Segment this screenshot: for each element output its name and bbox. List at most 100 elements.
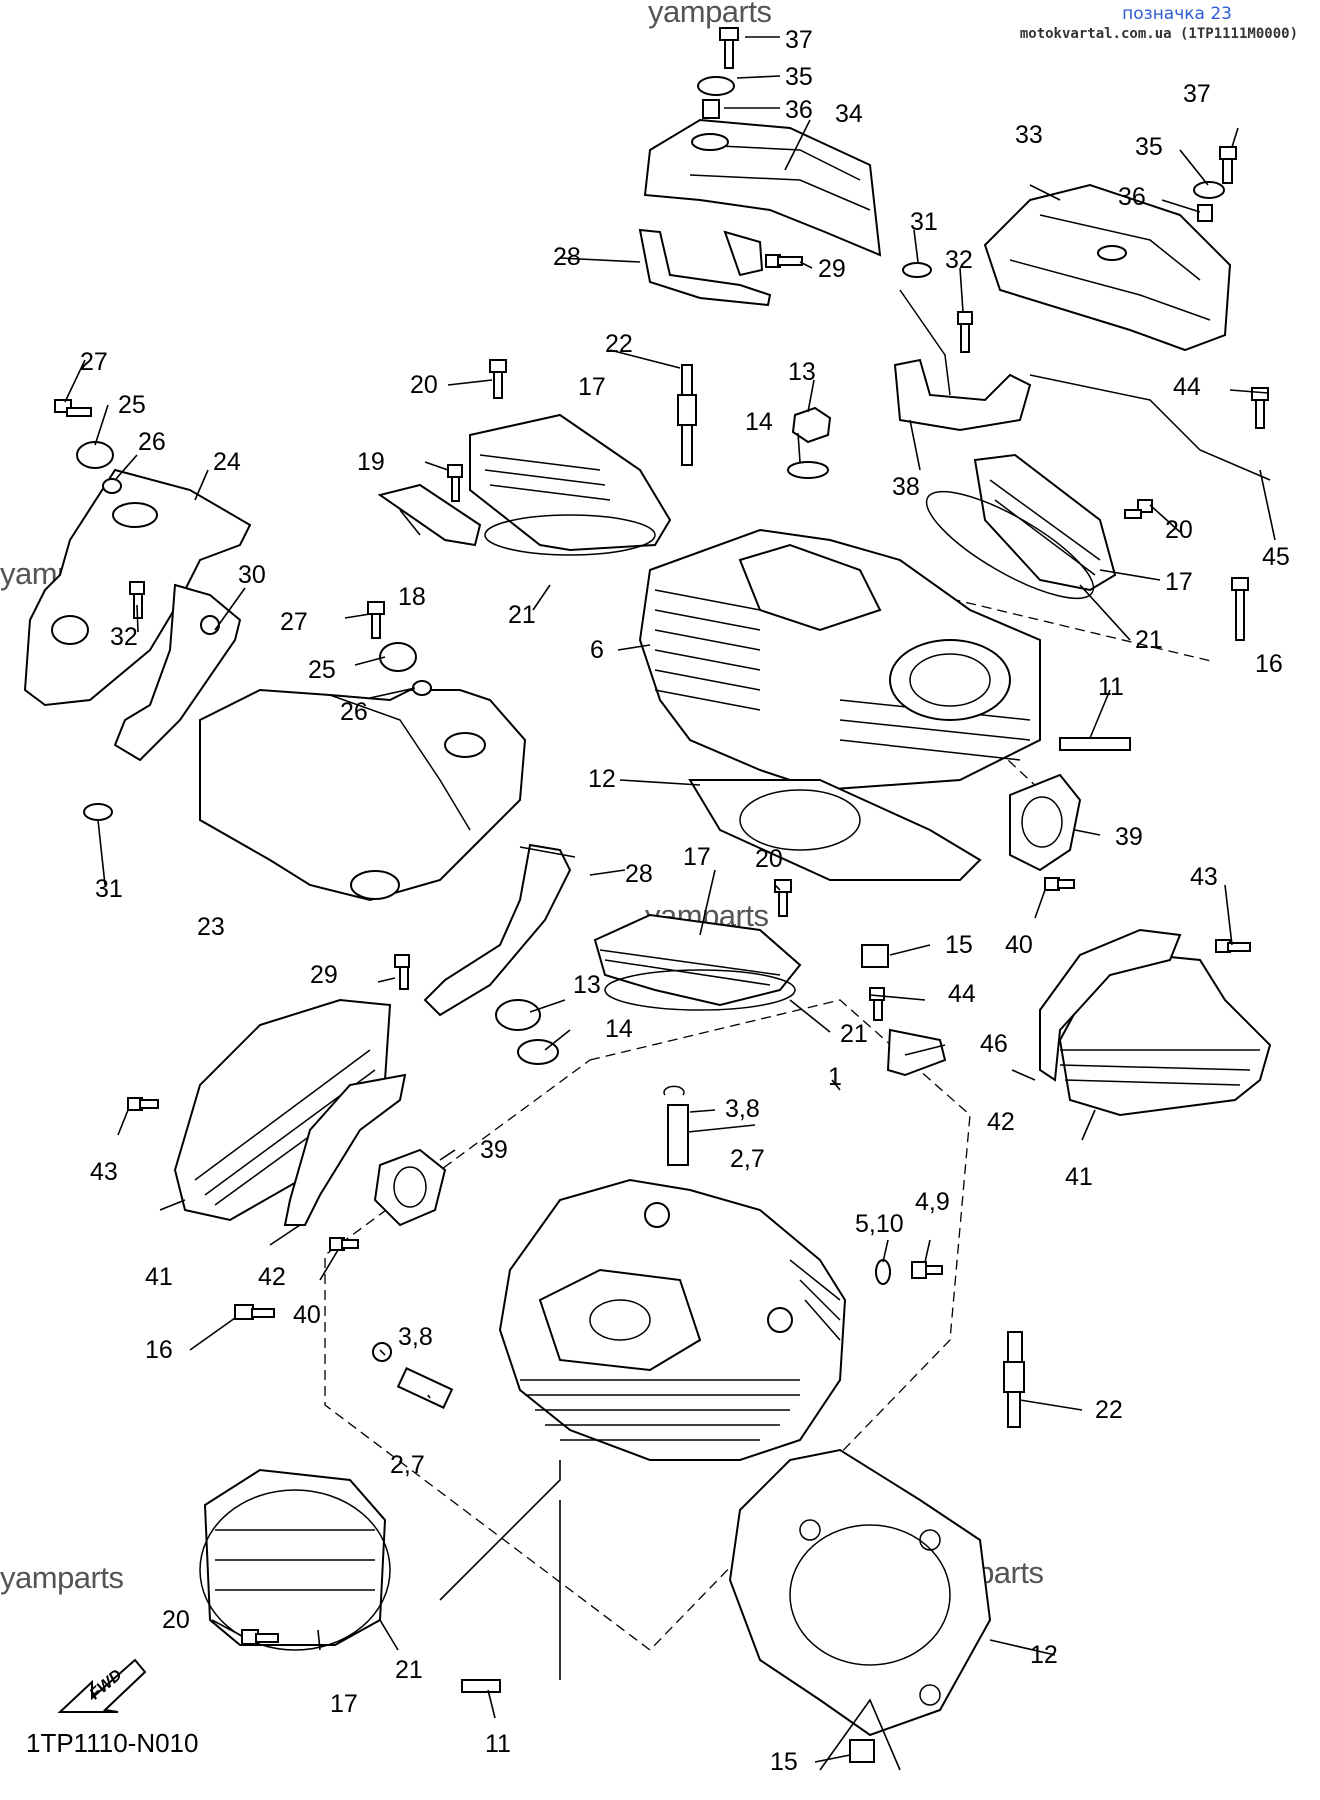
bolt <box>241 1629 279 1645</box>
bolt <box>774 879 792 917</box>
callout-label: 39 <box>480 1136 508 1164</box>
callout-label: 40 <box>293 1301 321 1329</box>
rear-cylinder-head <box>498 1178 847 1461</box>
grommet <box>76 441 114 469</box>
callout-label: 21 <box>508 601 536 629</box>
callout-label: 25 <box>118 391 146 419</box>
breather-plate <box>377 483 482 547</box>
callout-label: 23 <box>197 913 225 941</box>
valve-cover <box>593 913 802 1011</box>
callout-label: 4,9 <box>915 1188 950 1216</box>
dowel-pin <box>849 1739 875 1763</box>
callout-label: 15 <box>770 1748 798 1776</box>
callout-label: 35 <box>1135 133 1163 161</box>
cylinder-head-gasket <box>728 1448 992 1737</box>
callout-label: 29 <box>310 961 338 989</box>
watermark: yamparts <box>0 1560 124 1595</box>
bolt <box>1044 877 1075 891</box>
bolt <box>765 254 803 268</box>
callout-label: 22 <box>605 330 633 358</box>
callout-label: 21 <box>840 1020 868 1048</box>
callout-label: 11 <box>1098 673 1124 701</box>
circlip <box>663 1085 685 1096</box>
callout-label: 37 <box>785 26 813 54</box>
callout-label: 35 <box>785 63 813 91</box>
callout-label: 31 <box>910 208 938 236</box>
cover-gasket <box>1039 928 1182 1082</box>
bolt <box>127 1097 159 1111</box>
fwd-arrow: FWD <box>57 1658 147 1713</box>
callout-label: 19 <box>357 448 385 476</box>
bolt <box>54 399 92 417</box>
callout-label: 44 <box>948 980 976 1008</box>
callout-label: 5,10 <box>855 1210 904 1238</box>
callout-label: 26 <box>138 428 166 456</box>
callout-label: 12 <box>1030 1641 1058 1669</box>
collar <box>702 99 720 119</box>
grommet <box>83 803 113 821</box>
spark-plug <box>677 364 697 466</box>
callout-label: 13 <box>573 971 601 999</box>
dowel-pin <box>861 944 889 968</box>
callout-label: 46 <box>980 1030 1008 1058</box>
callout-label: 17 <box>330 1690 358 1718</box>
callout-label: 14 <box>745 408 773 436</box>
valve-cover <box>199 1468 391 1651</box>
cover-gasket <box>283 1073 407 1226</box>
callout-label: 37 <box>1183 80 1211 108</box>
callout-label: 3,8 <box>725 1095 760 1123</box>
bolt <box>234 1304 275 1320</box>
callout-label: 17 <box>683 843 711 871</box>
rear-cylinder-cover <box>643 118 882 257</box>
grommet <box>697 76 735 96</box>
rear-cylinder-side-cover <box>199 688 527 902</box>
grommet <box>379 642 417 672</box>
callout-label: 31 <box>95 875 123 903</box>
stud-bolt <box>461 1679 501 1693</box>
stud-bolt <box>1059 737 1131 751</box>
cover-bracket <box>638 228 772 307</box>
callout-label: 39 <box>1115 823 1143 851</box>
grommet <box>902 262 932 278</box>
bolt <box>1215 939 1251 953</box>
callout-label: 2,7 <box>390 1451 425 1479</box>
callout-label: 42 <box>987 1108 1015 1136</box>
callout-labels: 37 35 36 34 28 29 37 35 36 33 31 32 44 3… <box>80 26 1290 1776</box>
intake-joint-gasket <box>373 1148 447 1227</box>
side-cover-bracket <box>423 843 572 1017</box>
callout-label: 20 <box>410 371 438 399</box>
callout-label: 27 <box>280 608 308 636</box>
washer <box>787 461 829 479</box>
callout-label: 43 <box>90 1158 118 1186</box>
callout-label: 12 <box>588 765 616 793</box>
callout-label: 36 <box>1118 183 1146 211</box>
callout-label: 15 <box>945 931 973 959</box>
callout-label: 21 <box>395 1656 423 1684</box>
front-cylinder-head <box>638 528 1041 792</box>
callout-label: 41 <box>1065 1163 1093 1191</box>
bolt <box>1124 499 1153 519</box>
callout-label: 27 <box>80 348 108 376</box>
washer <box>875 1259 891 1285</box>
grommet <box>1193 181 1225 199</box>
bolt <box>367 601 385 639</box>
bolt <box>329 1237 359 1251</box>
diagram-code: 1TP1110-N010 <box>26 1728 199 1758</box>
callout-label: 16 <box>145 1336 173 1364</box>
callout-label: 33 <box>1015 121 1043 149</box>
callout-label: 32 <box>110 623 138 651</box>
callout-label: 25 <box>308 656 336 684</box>
callout-label: 29 <box>818 255 846 283</box>
nut <box>495 999 541 1031</box>
diagram-source-label: motokvartal.com.ua (1TP1111M0000) <box>1019 26 1298 42</box>
callout-label: 16 <box>1255 650 1283 678</box>
callout-label: 2,7 <box>730 1145 765 1173</box>
callout-label: 18 <box>398 583 426 611</box>
callout-label: 44 <box>1173 373 1201 401</box>
bolt <box>1251 387 1269 429</box>
valve-guide <box>667 1104 689 1166</box>
callout-label: 43 <box>1190 863 1218 891</box>
intake-joint-gasket <box>1009 773 1082 872</box>
leader-lines <box>64 36 1276 1771</box>
